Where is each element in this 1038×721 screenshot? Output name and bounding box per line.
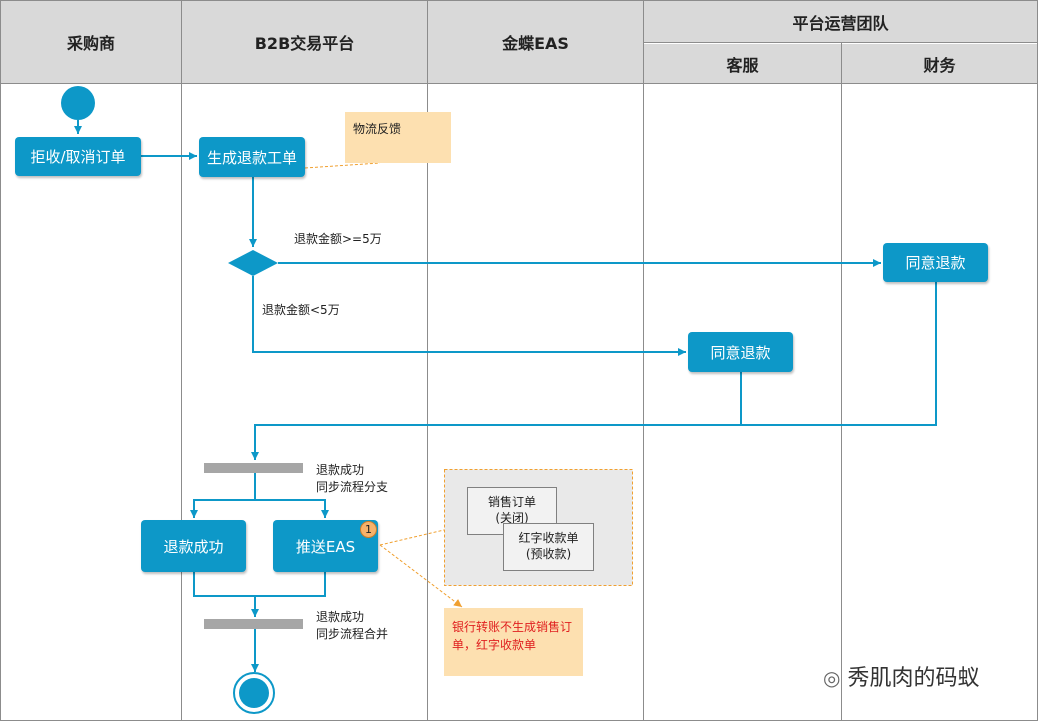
header-divider	[0, 83, 1038, 84]
annotation-link	[379, 544, 463, 608]
push-eas-box: 推送EAS	[273, 520, 378, 572]
lane-header-buyer: 采购商	[1, 1, 181, 83]
header-divider	[644, 42, 1038, 43]
annotation-link	[304, 162, 381, 169]
fork-label-line2: 同步流程分支	[316, 480, 389, 494]
wechat-icon: ◎	[823, 666, 841, 690]
watermark: ◎ 秀肌肉的码蚁	[823, 660, 979, 692]
join-label-line1: 退款成功	[316, 610, 365, 624]
lane-header-ops: 平台运营团队	[644, 1, 1037, 42]
end-node	[239, 678, 269, 708]
connector	[251, 282, 937, 460]
lane-header-cs: 客服	[644, 44, 841, 83]
condition-label-ge5w: 退款金额>=5万	[294, 232, 382, 246]
sales-order-status: (关闭)	[495, 511, 529, 525]
join-bar	[204, 619, 303, 629]
condition-label-lt5w: 退款金额<5万	[262, 303, 340, 317]
connector	[255, 572, 326, 597]
fork-bar	[204, 463, 303, 473]
lane-header-b2b: B2B交易平台	[182, 1, 427, 83]
join-label-line2: 同步流程合并	[316, 627, 389, 641]
watermark-text: 秀肌肉的码蚁	[847, 666, 980, 691]
sales-order-title: 销售订单	[487, 495, 536, 509]
cs-agree-refund-box: 同意退款	[688, 332, 793, 372]
connector	[193, 572, 259, 617]
start-node	[61, 86, 95, 120]
bank-transfer-note: 银行转账不生成销售订单，红字收款单	[444, 608, 583, 676]
decision-diamond	[228, 250, 278, 276]
refund-success-box: 退款成功	[141, 520, 246, 572]
create-refund-ticket-box: 生成退款工单	[199, 137, 305, 177]
fork-label-line1: 退款成功	[316, 463, 365, 477]
red-receipt-title: 红字收款单	[518, 531, 579, 545]
connector	[190, 473, 256, 518]
connector	[255, 499, 329, 518]
lane-header-eas: 金蝶EAS	[428, 1, 643, 83]
logistics-feedback-note: 物流反馈	[345, 112, 451, 163]
connector	[252, 276, 686, 356]
step-badge: 1	[360, 521, 377, 538]
red-receipt-doc: 红字收款单 (预收款)	[503, 523, 594, 571]
annotation-link	[379, 529, 445, 546]
red-receipt-status: (预收款)	[525, 547, 572, 561]
finance-agree-refund-box: 同意退款	[883, 243, 988, 282]
lane-header-finance: 财务	[842, 44, 1037, 83]
reject-cancel-order-box: 拒收/取消订单	[15, 137, 141, 176]
